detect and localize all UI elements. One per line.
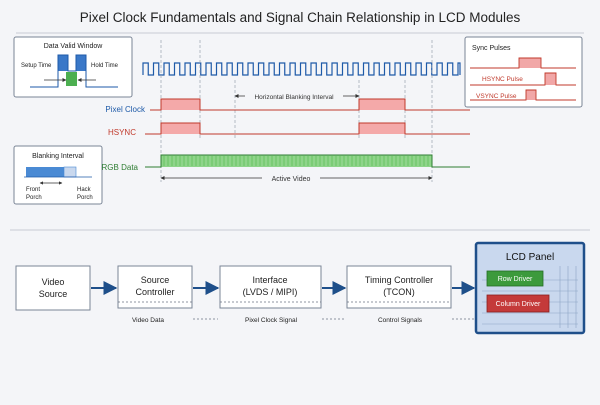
hsync-trace xyxy=(145,122,470,135)
setup-time-label: Setup Time xyxy=(21,63,52,69)
row-driver-box xyxy=(486,270,544,287)
row-driver-label: Row Driver xyxy=(498,276,533,283)
horizontal-blanking-label: Horizontal Blanking Interval xyxy=(254,94,334,101)
rgb-data-stripes xyxy=(163,156,429,166)
lcd-panel-block: LCD Panel Row Driver Column Driver xyxy=(474,241,586,335)
interface-block: Interface (LVDS / MIPI) xyxy=(219,265,322,309)
source-controller-line2: Controller xyxy=(135,287,174,297)
pixel-clock-pulse-2 xyxy=(359,99,405,110)
video-source-block: Video Source xyxy=(15,265,91,311)
source-controller-line1: Source xyxy=(141,275,170,285)
pixel-clock-trace xyxy=(150,98,470,111)
column-driver-box xyxy=(486,294,550,313)
interface-line1: Interface xyxy=(252,275,287,285)
back-porch-line2: Porch xyxy=(77,195,93,201)
pixel-clock-waveform xyxy=(142,62,461,76)
chain-label-control-signals: Control Signals xyxy=(378,317,423,324)
rgb-data-active-block xyxy=(161,155,432,167)
vsync-pulse-label: VSYNC Pulse xyxy=(476,93,517,100)
back-porch-line1: Hack xyxy=(77,187,92,193)
hsync-pulse-1 xyxy=(161,123,200,134)
chain-label-video-data: Video Data xyxy=(132,317,164,324)
rgb-data-trace xyxy=(145,154,470,168)
tcon-line1: Timing Controller xyxy=(365,275,433,285)
front-porch-line2: Porch xyxy=(26,195,42,201)
active-video-label: Active Video xyxy=(272,176,311,183)
tcon-block: Timing Controller (TCON) xyxy=(346,265,452,309)
pixel-clock-pulse-1 xyxy=(161,99,200,110)
hsync-pulse-2 xyxy=(359,123,405,134)
hsync-signal-label: HSYNC xyxy=(108,128,136,137)
chain-label-pixel-clock-signal: Pixel Clock Signal xyxy=(245,317,298,324)
column-driver-label: Column Driver xyxy=(496,301,541,308)
interface-line2: (LVDS / MIPI) xyxy=(243,287,298,297)
source-controller-block: Source Controller xyxy=(117,265,193,309)
data-valid-window-title: Data Valid Window xyxy=(44,43,104,50)
chain-signal-leaders xyxy=(118,301,474,320)
page-title: Pixel Clock Fundamentals and Signal Chai… xyxy=(80,10,521,25)
lcd-panel-title: LCD Panel xyxy=(506,252,554,263)
data-valid-window-inset: Data Valid Window Setup Time Hold Time xyxy=(13,36,133,98)
front-porch-line1: Front xyxy=(26,187,40,193)
hsync-pulse-label: HSYNC Pulse xyxy=(482,76,523,83)
pixel-clock-signal-label: Pixel Clock xyxy=(105,105,146,114)
active-video-label-bg xyxy=(262,173,320,183)
tcon-line2: (TCON) xyxy=(383,287,415,297)
video-source-line1: Video xyxy=(42,277,65,287)
horizontal-blanking-label-bg xyxy=(245,91,343,101)
video-source-line2: Source xyxy=(39,289,68,299)
blanking-inset-title: Blanking Interval xyxy=(32,153,84,160)
blanking-interval-inset: Blanking Interval Front Porch Hack Porch xyxy=(13,145,103,205)
sync-inset-title: Sync Pulses xyxy=(472,45,511,52)
sync-pulses-inset: Sync Pulses HSYNC Pulse VSYNC Pulse xyxy=(464,36,583,108)
rgb-data-signal-label: RGB Data xyxy=(102,163,139,172)
hold-time-label: Hold Time xyxy=(91,63,119,69)
